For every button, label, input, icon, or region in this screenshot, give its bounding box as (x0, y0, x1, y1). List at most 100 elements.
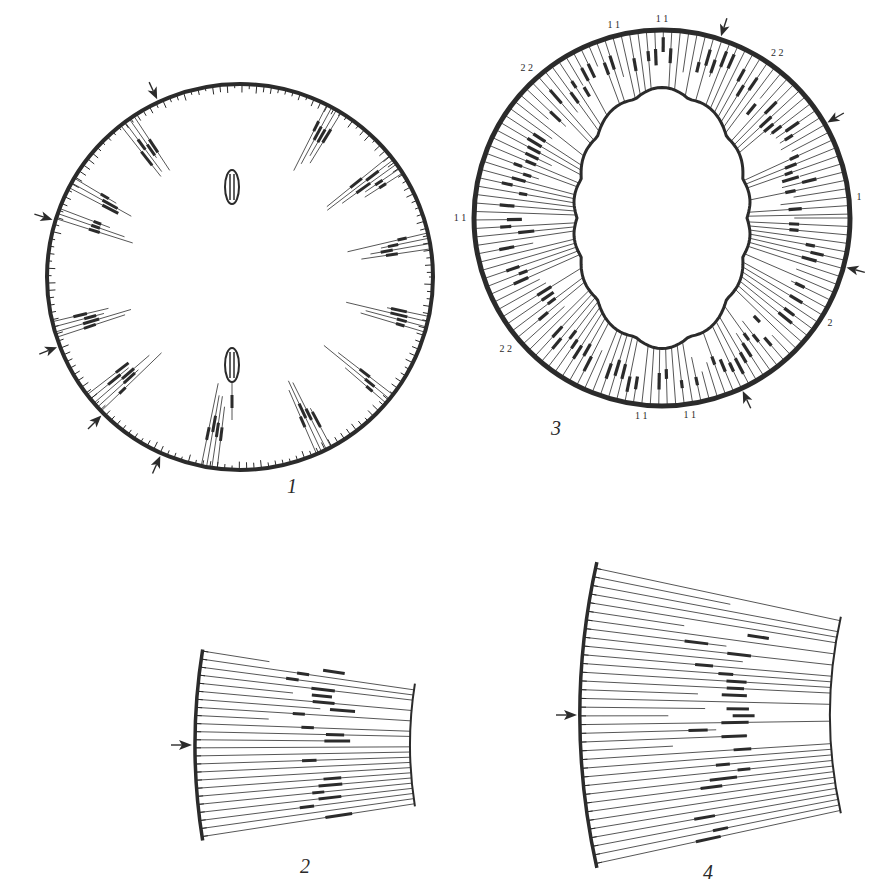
radial-line (526, 88, 566, 126)
dash-segment (802, 179, 816, 183)
callout-number: 1 (855, 192, 862, 202)
marginal-tick (412, 347, 419, 350)
radial-line (199, 788, 413, 812)
radial-line (129, 119, 156, 158)
radial-line (682, 342, 692, 404)
radial-line (201, 383, 218, 466)
marginal-tick (424, 284, 433, 285)
dash-segment (627, 377, 630, 392)
radial-line (794, 189, 848, 198)
marginal-tick (50, 311, 56, 312)
marginal-tick (427, 272, 433, 273)
radial-line (735, 289, 796, 349)
radial-line (90, 368, 128, 399)
marginal-tick (246, 462, 247, 470)
radial-line (740, 281, 808, 336)
radial-line (586, 772, 834, 803)
marginal-tick (420, 228, 427, 230)
radial-line (370, 243, 430, 254)
radial-line (195, 732, 410, 737)
radial-line (361, 313, 425, 332)
dash-segment (735, 358, 743, 374)
radial-line (500, 122, 581, 170)
radial-line (650, 348, 654, 406)
arrow-tail (747, 399, 751, 408)
radial-line (748, 214, 850, 216)
marginal-tick (68, 190, 72, 192)
radial-line (796, 269, 838, 285)
radial-line (675, 31, 681, 90)
dash-segment (89, 229, 100, 232)
marginal-tick (344, 116, 347, 120)
radial-line (345, 368, 386, 403)
dash-segment (293, 712, 305, 716)
radial-line (196, 768, 411, 781)
dash-segment (706, 50, 711, 66)
dash-segment (323, 670, 345, 673)
marginal-tick (102, 142, 105, 145)
radial-line (750, 180, 846, 200)
marginal-tick (65, 197, 71, 200)
radial-line (770, 103, 811, 134)
radial-line (476, 231, 574, 245)
radial-line (72, 183, 132, 216)
radial-line (581, 681, 831, 693)
radial-line (666, 348, 668, 406)
marginal-tick (278, 88, 279, 93)
marginal-tick (426, 257, 432, 259)
dash-segment (764, 337, 771, 345)
dash-segment (734, 749, 752, 750)
dash-segment (73, 313, 87, 316)
dash-segment (570, 330, 576, 338)
radial-line (196, 715, 269, 719)
dash-segment (506, 267, 519, 271)
radial-line (121, 125, 161, 176)
dash-segment (772, 126, 781, 133)
dash-segment (743, 343, 752, 357)
marginal-tick (48, 297, 54, 299)
dash-segment (537, 287, 551, 296)
dash-segment (711, 60, 715, 73)
marginal-tick (282, 460, 283, 465)
marginal-tick (191, 90, 192, 94)
dash-segment (391, 309, 407, 312)
dash-segment (727, 653, 751, 656)
radial-line (710, 46, 738, 109)
dash-segment (571, 340, 577, 349)
dash-segment (122, 368, 134, 378)
callout-number: 1 1 (655, 14, 670, 24)
dash-segment (119, 387, 125, 393)
radial-line (54, 313, 104, 327)
marginal-tick (423, 313, 430, 314)
marginal-tick (59, 210, 63, 212)
radial-line (195, 747, 410, 748)
dash-segment (518, 231, 534, 233)
radial-line (638, 32, 646, 92)
radial-line (52, 308, 108, 321)
oval-stripe (233, 174, 235, 200)
marginal-tick (364, 134, 370, 140)
radial-line (484, 247, 576, 278)
marginal-tick (177, 95, 179, 101)
oval-body (225, 348, 239, 382)
radial-line (202, 651, 269, 662)
marginal-tick (396, 378, 402, 382)
dash-segment (324, 739, 350, 742)
dash-segment (785, 164, 796, 169)
radial-line (659, 349, 660, 406)
marginal-tick (49, 246, 54, 248)
radial-line (55, 309, 131, 332)
dash-segment (785, 172, 793, 175)
marginal-tick (348, 120, 353, 127)
dash-segment (789, 228, 798, 232)
dash-segment (784, 308, 794, 315)
radial-line (669, 30, 672, 88)
radial-line (671, 347, 675, 405)
radial-line (474, 211, 576, 215)
dash-segment (297, 673, 309, 675)
radial-line (520, 95, 548, 120)
radial-line (232, 382, 233, 420)
marginal-tick (227, 84, 229, 93)
dash-segment (657, 373, 660, 390)
callout-number: 1 1 (682, 410, 697, 420)
